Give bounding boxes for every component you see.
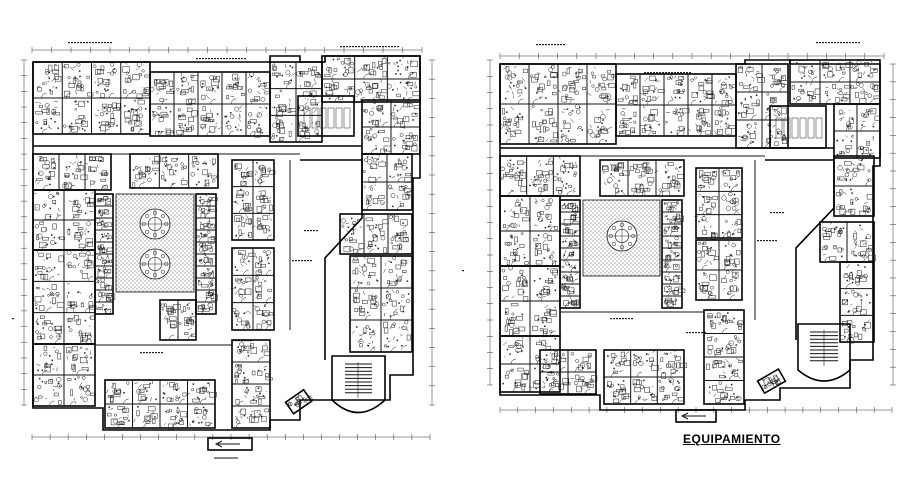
rooms-center-right-a — [694, 167, 743, 240]
rooms-center-left-a — [231, 159, 276, 241]
rooms-left-col-d — [32, 248, 97, 345]
rooms-bottom-left-c — [159, 299, 197, 341]
rooms-center-left-b — [230, 246, 275, 331]
rooms-bottom-left-b — [231, 339, 273, 429]
dim-right-left — [429, 59, 435, 406]
rooms-top-left-b — [149, 71, 272, 138]
floor-plan-right — [462, 42, 896, 423]
entrance-right — [675, 409, 717, 423]
rooms-bottom-left-a — [104, 379, 217, 430]
rooms-left-col-a — [32, 153, 112, 191]
small-court-left — [297, 95, 355, 137]
rooms-left-col-right-a — [499, 155, 581, 197]
rotated-block-right — [756, 367, 787, 395]
rooms-bottom-right-b — [603, 349, 687, 405]
rooms-top-right-b — [615, 73, 737, 137]
hall-wing-left — [300, 159, 363, 360]
cubicles-right-b — [661, 199, 686, 309]
rooms-right-col-right-b — [819, 221, 876, 263]
outline-left — [32, 55, 421, 431]
cubicles-left-a — [93, 193, 116, 315]
auditorium-left — [331, 355, 386, 414]
rooms-top-left-e — [361, 99, 421, 155]
rooms-right-col-a — [361, 152, 413, 211]
rooms-bottom-right-a — [539, 349, 598, 395]
dim-left-right — [487, 59, 493, 386]
auditorium-right — [797, 323, 851, 382]
rooms-left-col-b — [129, 153, 219, 189]
dim-bottom-left — [31, 434, 431, 440]
entrance-left — [207, 437, 253, 459]
rooms-left-col-right-b — [599, 159, 685, 197]
dim-top-left — [31, 47, 423, 53]
rooms-left-col-right-d — [499, 265, 561, 338]
rooms-top-left-d — [321, 54, 421, 103]
rooms-right-col-right-a — [833, 155, 875, 217]
rooms-top-right-a — [499, 63, 617, 145]
courtyard-right — [582, 199, 661, 277]
rooms-top-left-a — [32, 61, 151, 135]
rooms-right-col-c — [349, 255, 413, 353]
rooms-top-left-c — [269, 61, 323, 143]
rooms-top-right-d — [789, 59, 881, 105]
rotated-block-left — [284, 388, 314, 415]
dim-left-left — [21, 59, 27, 406]
rooms-top-right-e — [833, 103, 881, 159]
rooms-bottom-right-c — [703, 309, 745, 405]
rooms-left-col-c — [32, 189, 96, 251]
floor-plan-left — [12, 42, 435, 459]
rooms-right-col-b — [339, 213, 413, 255]
drawing-caption: EQUIPAMIENTO — [683, 432, 781, 446]
rooms-right-col-right-c — [839, 261, 875, 344]
cubicles-right-a — [559, 199, 581, 309]
rooms-center-right-b — [695, 239, 743, 301]
courtyard-left — [115, 193, 195, 293]
rooms-left-col-e — [32, 343, 96, 407]
rooms-left-col-right-c — [499, 195, 561, 267]
dim-right-right — [890, 63, 896, 386]
cubicles-left-b — [195, 193, 218, 315]
hall-wing-right — [765, 159, 835, 340]
dim-top-right — [499, 53, 885, 59]
